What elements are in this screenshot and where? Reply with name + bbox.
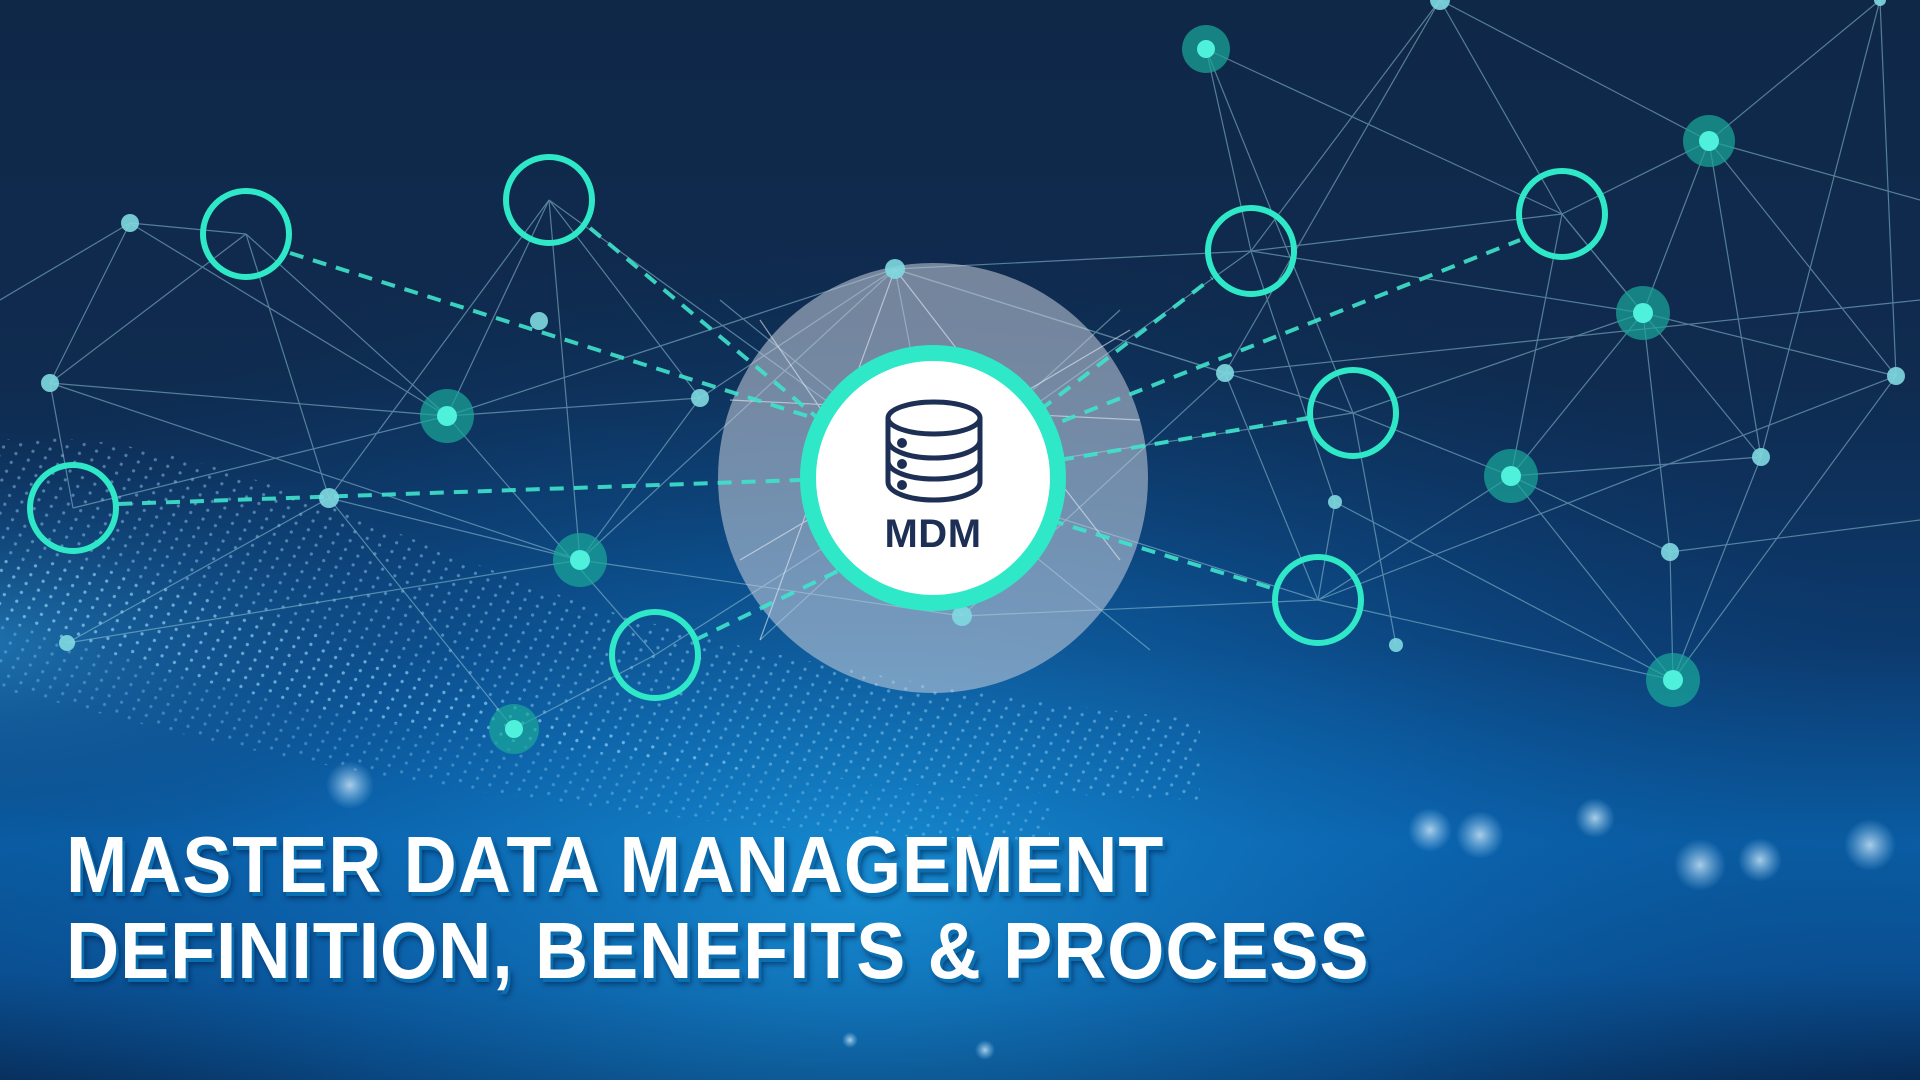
dashed-connectors xyxy=(117,226,1521,642)
banner-title: MASTER DATA MANAGEMENT DEFINITION, BENEF… xyxy=(66,822,1369,994)
database-icon xyxy=(885,399,983,503)
bokeh-lights xyxy=(326,761,1896,1060)
glow-nodes xyxy=(420,25,1735,754)
small-nodes xyxy=(41,0,1905,652)
network-lines xyxy=(0,0,1920,730)
title-line-2: DEFINITION, BENEFITS & PROCESS xyxy=(66,906,1370,995)
title-line-1: MASTER DATA MANAGEMENT xyxy=(66,820,1165,909)
network-rings xyxy=(27,154,1608,701)
mdm-label: MDM xyxy=(884,512,982,556)
